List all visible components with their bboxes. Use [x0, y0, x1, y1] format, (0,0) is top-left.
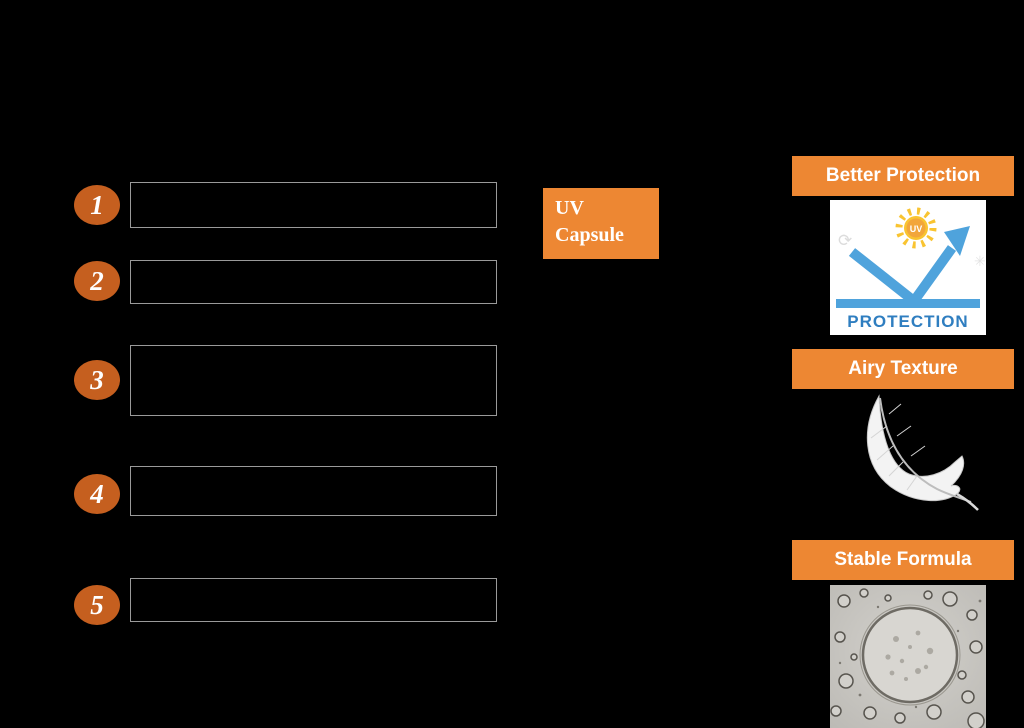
sun-icon: UV — [895, 207, 937, 249]
logo-bar — [836, 299, 980, 308]
step-number-badge: 2 — [74, 261, 120, 301]
feature-banner-better-protection: Better Protection — [792, 156, 1014, 196]
uv-capsule-line1: UV — [555, 197, 584, 219]
step-number: 5 — [90, 589, 104, 620]
uv-capsule-line2: Capsule — [555, 224, 624, 246]
micrograph-graphic — [830, 585, 986, 728]
step-text-box — [130, 260, 497, 304]
logo-word: PROTECTION — [847, 312, 968, 331]
step-number-badge: 3 — [74, 360, 120, 400]
step-number: 3 — [90, 364, 104, 395]
step-number: 2 — [90, 265, 104, 296]
emulsion-micrograph-image — [830, 585, 986, 728]
step-number-badge: 1 — [74, 185, 120, 225]
step-text-box — [130, 578, 497, 622]
feature-title: Stable Formula — [834, 549, 972, 570]
feature-banner-stable-formula: Stable Formula — [792, 540, 1014, 580]
step-number-badge: 5 — [74, 585, 120, 625]
step-text-box — [130, 345, 497, 416]
step-number-badge: 4 — [74, 474, 120, 514]
uv-capsule-callout: UV Capsule — [543, 188, 659, 259]
feature-title: Better Protection — [825, 165, 981, 186]
feature-title: Airy Texture — [848, 358, 958, 379]
watermark-icon: ✳ — [974, 253, 986, 269]
step-number: 1 — [90, 189, 104, 220]
watermark-icon: ⟳ — [838, 231, 852, 250]
step-number: 4 — [90, 478, 104, 509]
feature-banner-airy-texture: Airy Texture — [792, 349, 1014, 389]
sun-uv-label: UV — [910, 224, 923, 234]
step-text-box — [130, 466, 497, 516]
uv-protection-logo: ⟳ ✳ UV PROTECTION — [830, 200, 986, 335]
uv-protection-logo-image: ⟳ ✳ UV PROTECTION — [836, 207, 986, 331]
feather-icon — [866, 394, 979, 511]
feather-image — [845, 392, 980, 518]
step-text-box — [130, 182, 497, 228]
